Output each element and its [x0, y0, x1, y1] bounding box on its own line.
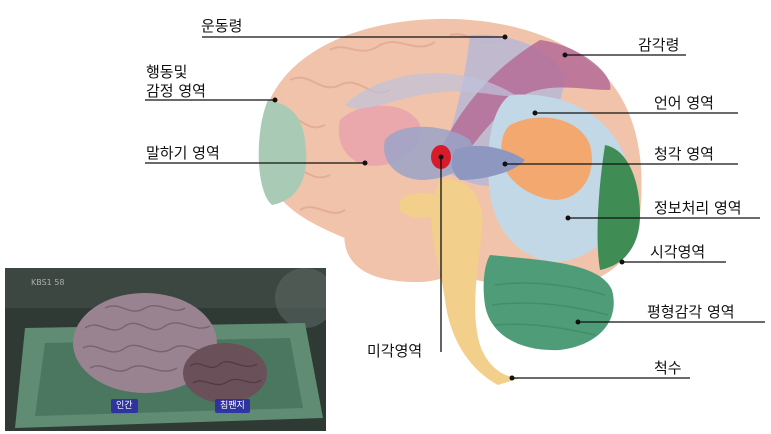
chimp-brain [183, 343, 267, 403]
label-auditory: 청각 영역 [654, 145, 714, 163]
caption-human: 인간 [111, 399, 138, 413]
label-motor: 운동령 [201, 17, 242, 35]
label-language: 언어 영역 [654, 94, 714, 112]
label-sensory: 감각령 [638, 36, 679, 54]
brain-comparison-photo: KBS1 58 인간 침팬지 [5, 268, 326, 431]
photo-scene [5, 268, 326, 431]
caption-chimp: 침팬지 [215, 399, 250, 413]
photo-watermark: KBS1 58 [31, 278, 64, 287]
label-behavior-line1: 행동및 [146, 63, 187, 81]
label-behavior-line2: 감정 영역 [146, 82, 206, 100]
label-visual: 시각영역 [650, 243, 705, 261]
label-info: 정보처리 영역 [654, 199, 742, 217]
label-balance: 평형감각 영역 [647, 303, 735, 321]
label-speech: 말하기 영역 [146, 144, 220, 162]
label-spinal: 척수 [654, 359, 682, 377]
label-taste: 미각영역 [367, 342, 422, 360]
